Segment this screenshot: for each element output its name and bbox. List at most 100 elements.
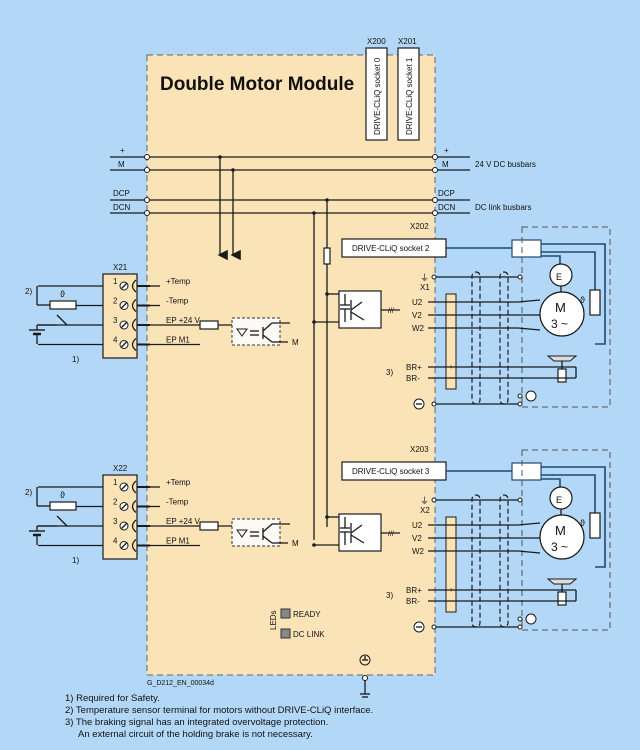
socket-id: X202 [410,222,429,231]
motor-icon [539,514,585,560]
input-connector-x22: X22 1 +Temp 2 -Temp 3 EP +24 V 4 EP M1 2) ϑ 1) M [25,464,299,565]
phase-label: V2 [412,311,422,320]
svg-text:2): 2) [25,488,32,497]
pin-number: 1 [113,478,118,487]
svg-text:ϑ: ϑ [60,289,65,299]
signal-label: +Temp [166,478,191,487]
pin-number: 2 [113,498,118,507]
socket-id: X200 [367,37,386,46]
svg-text:3 ~: 3 ~ [551,317,568,331]
footnote: 3) The braking signal has an integrated … [65,717,328,728]
signal-label: EP +24 V [166,316,201,325]
signal-label: -Temp [166,297,189,306]
signal-label: +Temp [166,277,191,286]
socket-label: DRIVE-CLiQ socket 1 [405,57,414,135]
phase-label: V2 [412,534,422,543]
brake-label: BR+ [406,586,422,595]
socket-id: X201 [398,37,417,46]
signal-label: EP +24 V [166,517,201,526]
phase-label: U2 [412,298,423,307]
pin-number: 3 [113,316,118,325]
connector-id: X2 [420,506,430,515]
leds-label: LEDs [269,610,278,630]
phase-label: U2 [412,521,423,530]
brake-label: BR- [406,597,420,606]
thermistor-icon [49,300,77,310]
module-ground-icon [359,654,371,698]
thermistor-icon [49,501,77,511]
bus-label: M [442,160,449,169]
svg-text:M: M [555,300,566,315]
svg-text:3 ~: 3 ~ [551,540,568,554]
phase-label: W2 [412,324,425,333]
phase-label: W2 [412,547,425,556]
bus-label: + [120,146,125,155]
svg-text:///: /// [388,308,394,315]
bus-label: + [444,146,449,155]
socket-x200: X200 DRIVE-CLiQ socket 0 [365,37,388,141]
svg-text:3): 3) [386,591,393,600]
socket-label: DRIVE-CLiQ socket 3 [352,467,430,476]
svg-text:3): 3) [386,368,393,377]
svg-text:⏚: ⏚ [420,496,429,506]
footnote: An external circuit of the holding brake… [78,729,313,740]
switch-icon [56,314,68,326]
svg-text:E: E [556,272,562,282]
brake-label: BR- [406,374,420,383]
module-body [146,54,436,676]
brake-label: BR+ [406,363,422,372]
socket-label: DRIVE-CLiQ socket 0 [373,57,382,135]
opto-ground-label: M [292,539,299,548]
socket-label: DRIVE-CLiQ socket 2 [352,244,430,253]
signal-label: EP M1 [166,537,190,546]
bus-label: M [118,160,125,169]
switch-icon [56,515,68,527]
pin-number: 2 [113,297,118,306]
busbar-description: 24 V DC busbars [475,160,536,169]
led-dclink-label: DC LINK [293,630,325,639]
fuse-icon [323,247,331,265]
module-title: Double Motor Module [160,74,354,95]
svg-text:ϑ: ϑ [580,518,585,528]
footnote: 2) Temperature sensor terminal for motor… [65,705,373,716]
pin-number: 1 [113,277,118,286]
led-ready-icon [280,608,291,619]
busbar-description: DC link busbars [475,203,531,212]
pin-number: 4 [113,537,118,546]
socket-x201: X201 DRIVE-CLiQ socket 1 [397,37,420,141]
led-ready-label: READY [293,610,321,619]
bus-label: DCN [113,203,131,212]
brake-icon [557,368,567,383]
pin-number: 3 [113,517,118,526]
led-dclink-icon [280,628,291,639]
pin-number: 4 [113,336,118,345]
drawing-code: G_D212_EN_00034d [147,680,214,687]
svg-text:///: /// [388,531,394,538]
connector-id: X1 [420,283,430,292]
connector-id: X22 [113,464,128,473]
busbars-24v: + M + M 24 V DC busbars [110,146,536,173]
motor-icon [539,291,585,337]
svg-text:M: M [555,523,566,538]
signal-label: -Temp [166,498,189,507]
connector-id: X21 [113,263,128,272]
opto-ground-label: M [292,338,299,347]
brake-icon [557,591,567,606]
footnote: 1) Required for Safety. [65,693,160,704]
signal-label: EP M1 [166,336,190,345]
svg-text:1): 1) [72,556,79,565]
bus-label: DCP [438,189,455,198]
svg-text:ϑ: ϑ [60,490,65,500]
bus-label: DCP [113,189,130,198]
svg-text:2): 2) [25,287,32,296]
led-panel: LEDs READY DC LINK [269,608,325,639]
svg-text:⏚: ⏚ [420,273,429,283]
socket-id: X203 [410,445,429,454]
busbars-dclink: DCP DCN DCP DCN DC link busbars [110,189,531,216]
svg-text:ϑ: ϑ [580,295,585,305]
